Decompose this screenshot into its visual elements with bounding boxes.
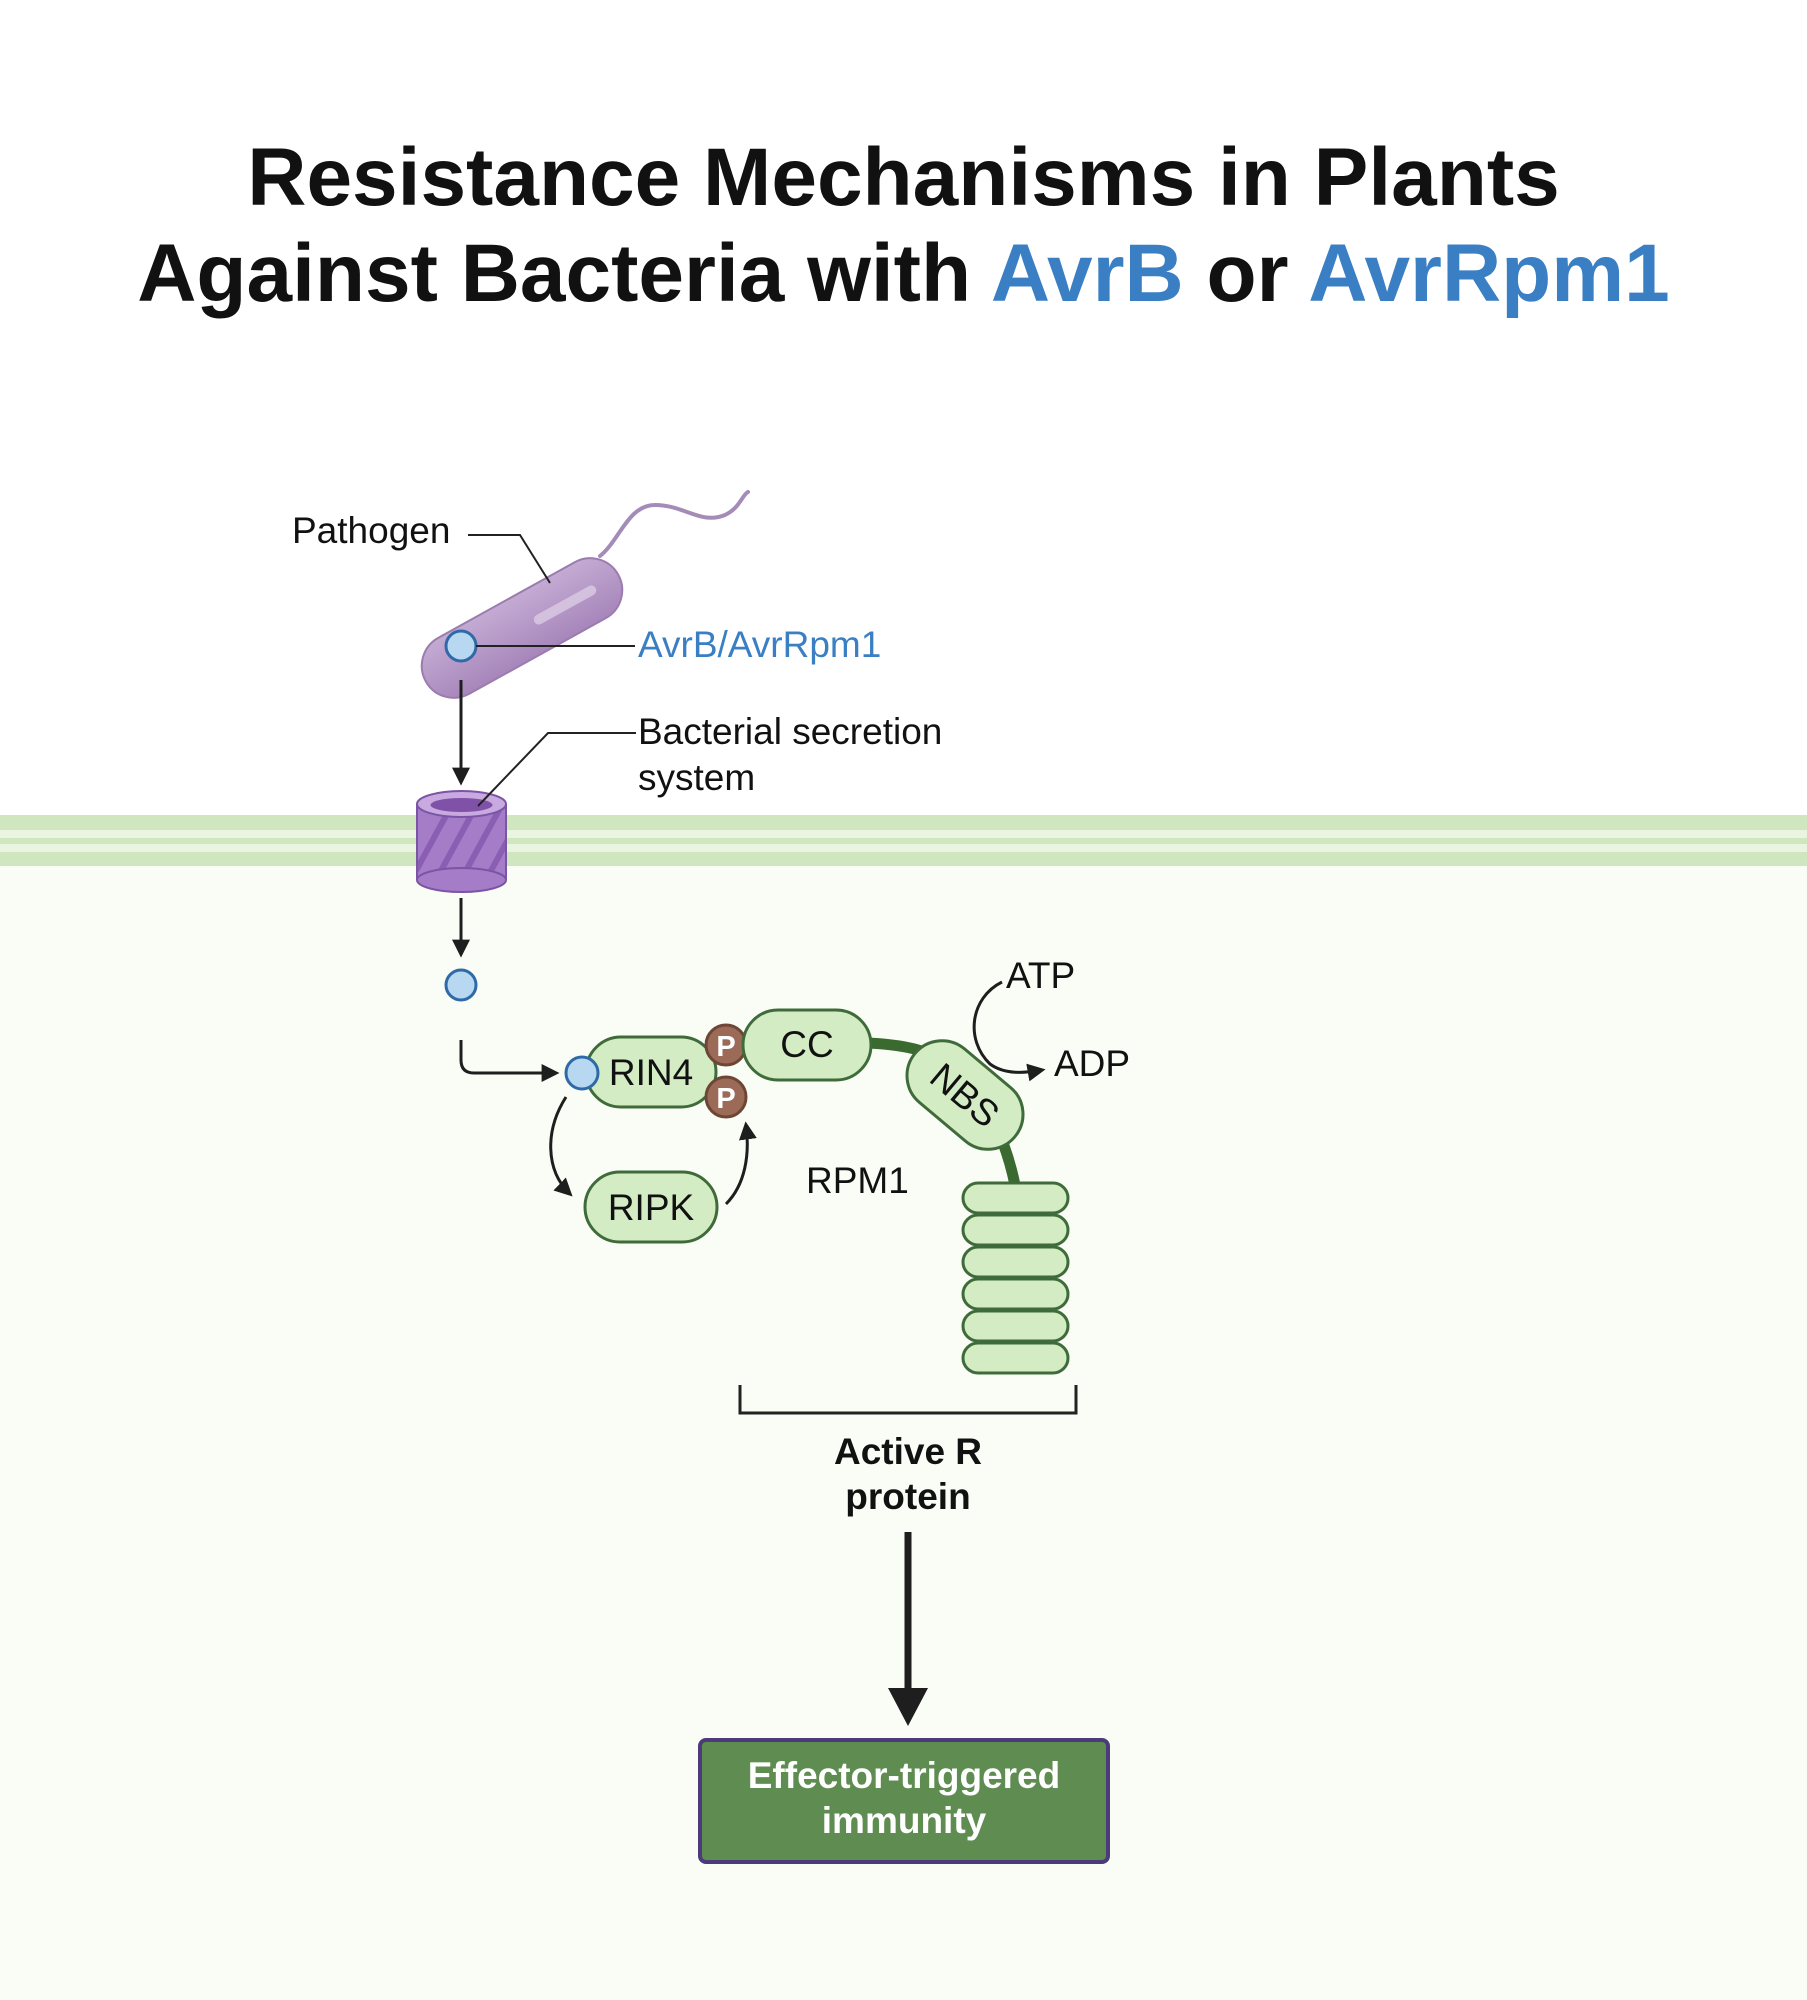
immunity-label-line-1: Effector-triggered: [748, 1755, 1060, 1796]
arrow-to-immunity-head: [888, 1688, 928, 1726]
adp-label: ADP: [1054, 1043, 1130, 1084]
ripk-protein: [583, 1170, 719, 1244]
atp-label: ATP: [1006, 955, 1075, 996]
arrow-rin4-to-ripk: [549, 1096, 573, 1197]
title-accent-avrb: AvrB: [990, 228, 1184, 319]
page-title: Resistance Mechanisms in Plants Against …: [0, 130, 1807, 322]
secretion-channel-icon: [416, 790, 507, 893]
immunity-box: [698, 1738, 1110, 1864]
title-line-2: Against Bacteria with AvrB or AvrRpm1: [0, 226, 1807, 322]
title-accent-avrrpm1: AvrRpm1: [1308, 228, 1670, 319]
atp-to-adp-arrow: [972, 980, 1046, 1082]
rpm1-label: RPM1: [806, 1160, 909, 1201]
active-r-bracket: [738, 1385, 1078, 1415]
ripk-label: RIPK: [608, 1187, 695, 1228]
secretion-leader-line: [477, 732, 636, 807]
pathogen-label: Pathogen: [292, 510, 450, 551]
arrow-ripk-to-phosphate: [724, 1121, 757, 1206]
cc-label: CC: [780, 1024, 833, 1065]
immunity-label-line-2: immunity: [822, 1800, 987, 1841]
phosphate-label-1: P: [716, 1031, 735, 1063]
arrow-to-rin4: [459, 1040, 560, 1082]
cc-domain: [741, 1008, 873, 1082]
effector-label: AvrB/AvrRpm1: [638, 624, 881, 665]
active-r-label-line-2: protein: [845, 1476, 970, 1517]
rin4-label: RIN4: [609, 1052, 693, 1093]
effector-dot-icon: [444, 968, 478, 1002]
secretion-label-line-1: Bacterial secretion: [638, 711, 942, 752]
pathogen-leader-line: [468, 534, 551, 584]
phosphate-icon: [704, 1075, 748, 1119]
phosphate-label-2: P: [716, 1083, 735, 1115]
title-line-2-prefix: Against Bacteria with: [137, 228, 991, 319]
secretion-label-line-2: system: [638, 757, 755, 798]
lrr-domain-icon: [961, 1181, 1070, 1375]
title-line-1: Resistance Mechanisms in Plants: [247, 132, 1560, 223]
bacterium-icon: [420, 490, 750, 699]
cell-membrane: [0, 815, 1807, 866]
effector-dot-icon: [444, 629, 478, 663]
effector-dot-icon: [564, 1055, 600, 1091]
active-r-label-line-1: Active R: [834, 1431, 982, 1472]
title-line-2-mid: or: [1183, 228, 1309, 319]
